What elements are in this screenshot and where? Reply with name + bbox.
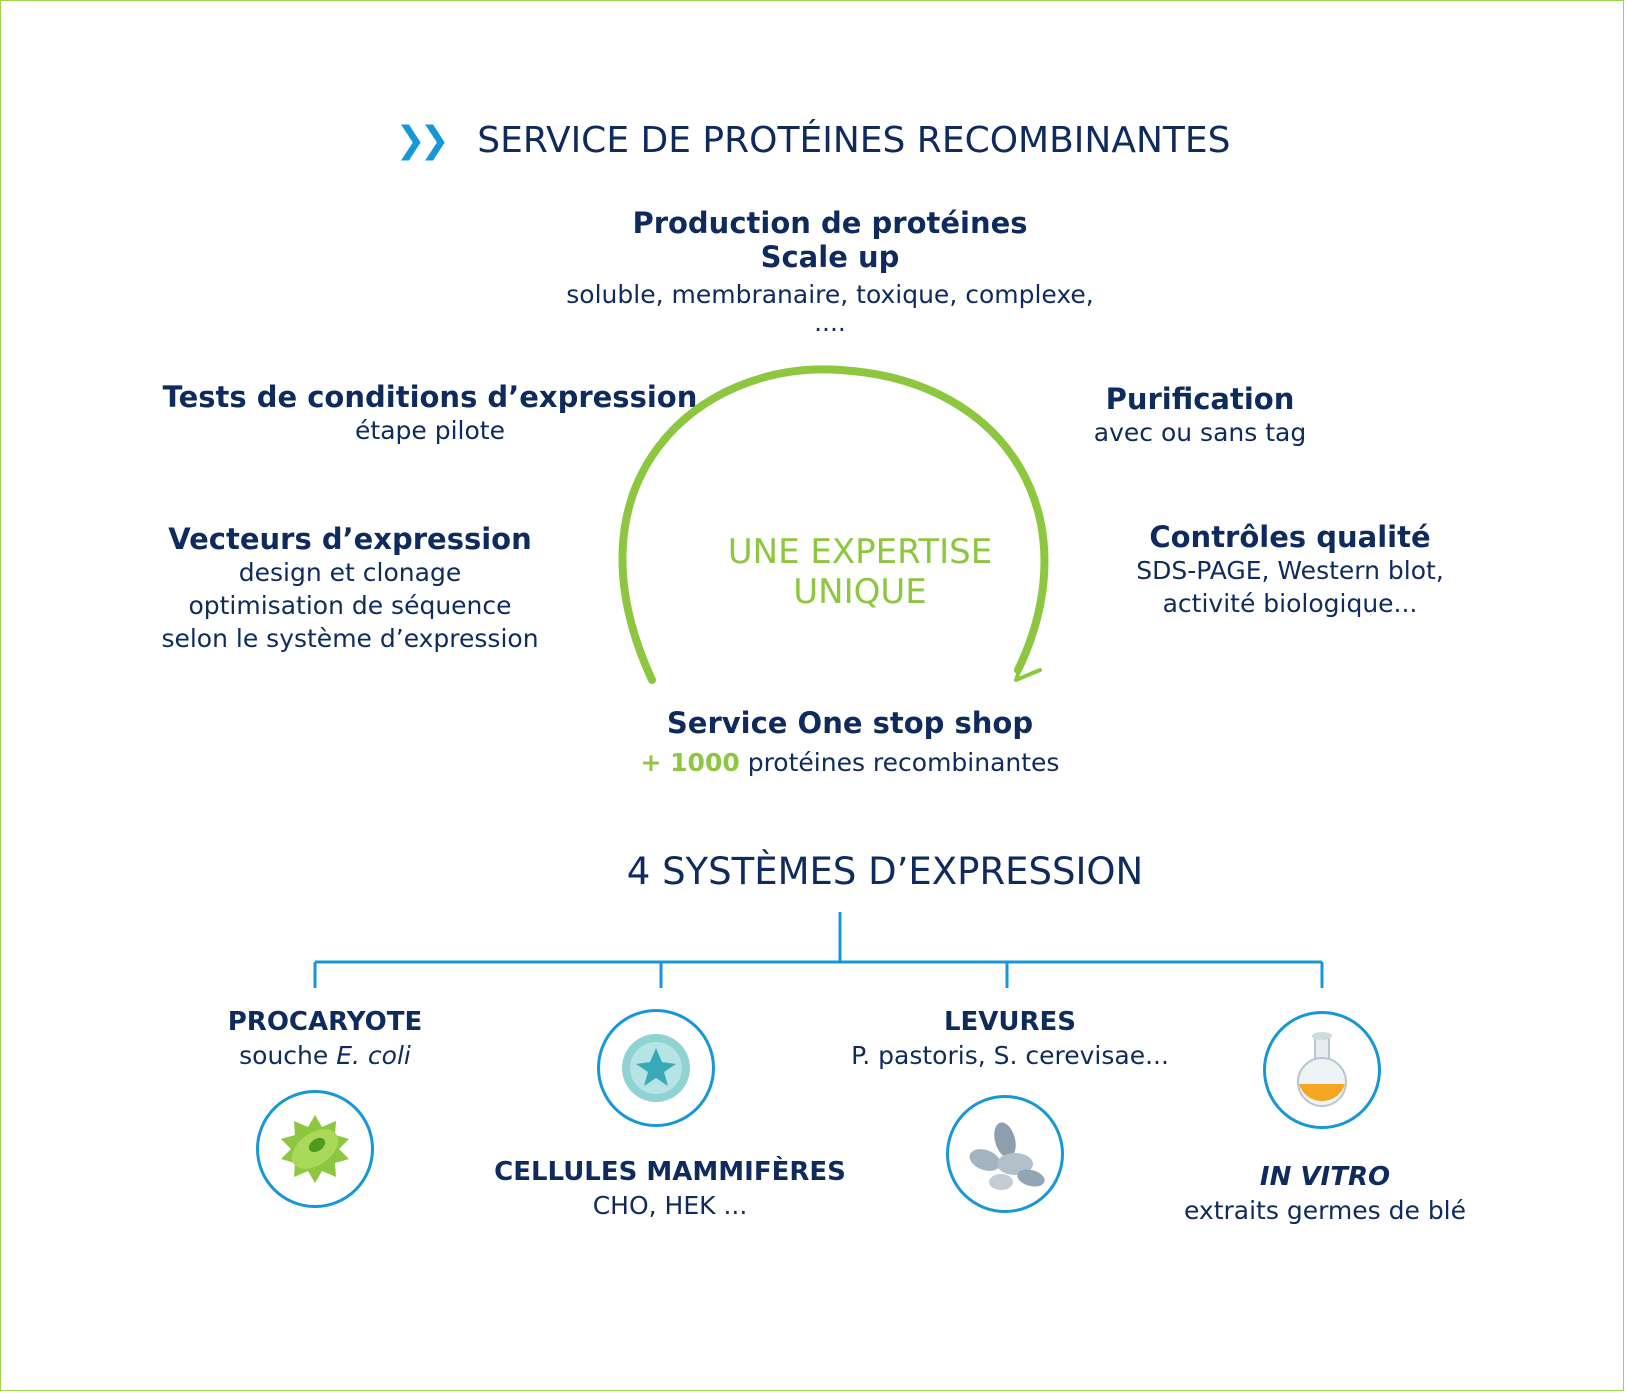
onestop-rest: protéines recombinantes (747, 748, 1060, 777)
purification-block: Purification avec ou sans tag (1050, 382, 1350, 449)
vecteurs-title: Vecteurs d’expression (168, 522, 532, 556)
onestop-title: Service One stop shop (666, 706, 1034, 740)
vecteurs-sub-3: selon le système d’expression (161, 624, 539, 653)
vecteurs-sub-2: optimisation de séquence (188, 591, 512, 620)
invitro-title: IN VITRO (1259, 1162, 1391, 1192)
mammiferes-title: CELLULES MAMMIFÈRES (494, 1157, 846, 1187)
production-sub: soluble, membranaire, toxique, complexe, (566, 280, 1094, 309)
mammalian-cell-icon (597, 1009, 715, 1127)
tests-sub: étape pilote (355, 416, 505, 445)
levures-sub: P. pastoris, S. cerevisae... (851, 1041, 1169, 1070)
production-dots: .... (814, 308, 846, 337)
expertise-line-1: UNE EXPERTISE (727, 532, 993, 572)
bacteria-icon (256, 1090, 374, 1208)
procaryote-sub: souche (239, 1041, 337, 1070)
purification-sub: avec ou sans tag (1093, 418, 1307, 447)
system-invitro: IN VITRO extraits germes de blé (1170, 1160, 1480, 1227)
systems-title: 4 SYSTÈMES D’EXPRESSION (626, 850, 1144, 893)
production-block: Production de protéines Scale up soluble… (530, 206, 1130, 335)
vecteurs-sub-1: design et clonage (238, 558, 462, 587)
invitro-sub: extraits germes de blé (1183, 1196, 1467, 1225)
expertise-line-2: UNIQUE (793, 572, 927, 612)
page-title: ❯❯ SERVICE DE PROTÉINES RECOMBINANTES (0, 120, 1626, 161)
production-title: Production de protéines (632, 206, 1028, 240)
procaryote-title: PROCARYOTE (227, 1007, 423, 1037)
controles-sub-1: SDS-PAGE, Western blot, (1136, 556, 1444, 585)
tests-title: Tests de conditions d’expression (162, 380, 698, 414)
system-procaryote: PROCARYOTE souche E. coli (180, 1005, 470, 1072)
purification-title: Purification (1105, 382, 1295, 416)
controles-title: Contrôles qualité (1149, 520, 1431, 554)
controles-block: Contrôles qualité SDS-PAGE, Western blot… (1110, 520, 1470, 620)
onestop-block: Service One stop shop + 1000 protéines r… (600, 706, 1100, 779)
yeast-icon (946, 1095, 1064, 1213)
procaryote-species: E. coli (336, 1041, 411, 1070)
controles-sub-2: activité biologique... (1162, 589, 1418, 618)
production-scale-up: Scale up (760, 240, 900, 274)
levures-title: LEVURES (943, 1007, 1077, 1037)
vecteurs-block: Vecteurs d’expression design et clonage … (150, 522, 550, 655)
expertise-label: UNE EXPERTISE UNIQUE (690, 532, 1030, 612)
double-chevron-icon: ❯❯ (395, 120, 450, 161)
system-mammiferes: CELLULES MAMMIFÈRES CHO, HEK ... (480, 1155, 860, 1222)
system-levures: LEVURES P. pastoris, S. cerevisae... (830, 1005, 1190, 1072)
page-title-text: SERVICE DE PROTÉINES RECOMBINANTES (477, 120, 1231, 161)
tests-block: Tests de conditions d’expression étape p… (150, 380, 710, 447)
mammiferes-sub: CHO, HEK ... (592, 1191, 748, 1220)
onestop-count: + 1000 (640, 748, 740, 777)
flask-icon (1263, 1011, 1381, 1129)
